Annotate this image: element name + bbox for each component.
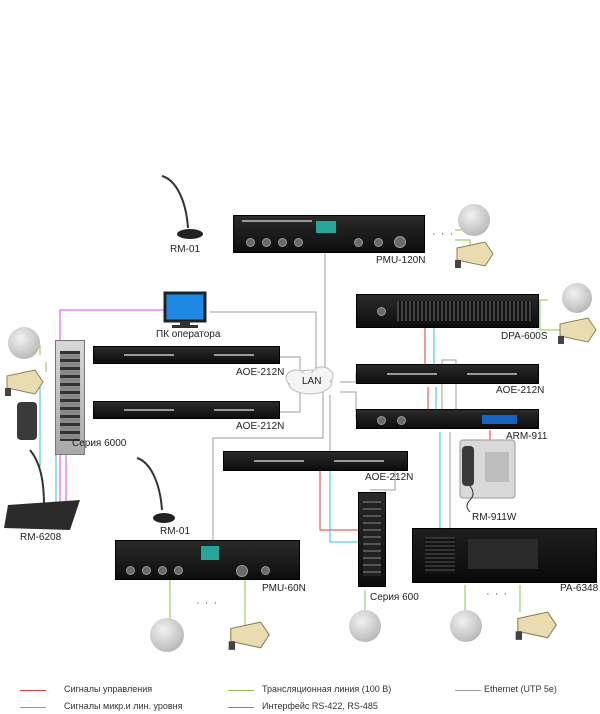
pc-monitor <box>163 291 207 323</box>
label-pc: ПК оператора <box>156 329 221 340</box>
label-lan: LAN <box>302 376 322 387</box>
label-series600: Серия 600 <box>370 592 419 603</box>
aoe212n-left-top <box>93 346 280 364</box>
ceiling-speaker-icon <box>8 327 40 359</box>
pc-stand <box>180 321 190 325</box>
rm911w-keypad <box>485 452 509 482</box>
column-speaker <box>17 402 37 440</box>
continuation-dots: · · · <box>486 588 509 600</box>
legend-swatch-line100v <box>228 690 254 691</box>
label-aoe-right: AOE-212N <box>496 385 545 396</box>
legend-control: Сигналы управления <box>64 684 153 694</box>
label-pmu60n: PMU-60N <box>262 583 306 594</box>
continuation-dots: · · · <box>432 228 455 240</box>
mic-rm01-bottom-base <box>153 513 175 523</box>
rm911w-cord <box>466 485 474 513</box>
ceiling-speaker-icon <box>562 283 592 313</box>
ceiling-speaker-icon <box>450 610 482 642</box>
continuation-dots: · · · <box>196 597 219 609</box>
mic-rm01-top <box>161 175 189 229</box>
label-pmu120n: PMU-120N <box>376 255 426 266</box>
legend-audio: Сигналы микр.и лин. уровня <box>64 701 183 711</box>
pmu120n-amplifier <box>233 215 425 253</box>
label-aoe-middle: AOE-212N <box>365 472 414 483</box>
label-aoe-left-bottom: AOE-212N <box>236 421 285 432</box>
label-aoe-left-top: AOE-212N <box>236 367 285 378</box>
legend-swatch-ethernet <box>455 690 481 691</box>
ceiling-speaker-icon <box>458 204 490 236</box>
label-arm911: ARM-911 <box>506 431 548 442</box>
aoe212n-right <box>356 364 539 384</box>
legend-swatch-audio <box>20 707 46 708</box>
lan-cloud <box>285 366 334 395</box>
horn-speaker-icon <box>455 241 494 268</box>
legend-swatch-rs485 <box>228 707 254 708</box>
label-rm01-top: RM-01 <box>170 244 201 255</box>
label-dpa600s: DPA-600S <box>501 331 548 342</box>
label-pa6348: PA-6348 <box>560 583 599 594</box>
series6000-rack <box>55 340 85 455</box>
dpa600s-amplifier <box>356 294 539 328</box>
horn-speaker-icon <box>558 317 597 344</box>
arm911-unit <box>356 409 539 429</box>
ceiling-speaker-icon <box>349 610 381 642</box>
label-rm6208: RM-6208 <box>20 532 62 543</box>
label-series6000: Серия 6000 <box>72 438 127 449</box>
series600-rack <box>358 492 386 587</box>
pc-base <box>172 325 198 328</box>
mic-rm01-bottom <box>136 457 163 511</box>
legend-rs485: Интерфейс RS-422, RS-485 <box>262 701 378 711</box>
aoe212n-middle <box>223 451 408 471</box>
pa6348-amplifier <box>412 528 597 583</box>
pmu60n-amplifier <box>115 540 300 580</box>
horn-speaker-icon <box>5 369 44 396</box>
legend-line100v: Трансляционная линия (100 В) <box>262 684 392 694</box>
horn-speaker-icon <box>228 621 270 650</box>
legend-swatch-control <box>20 690 46 691</box>
ceiling-speaker-icon <box>150 618 184 652</box>
rm911w-handset <box>462 446 474 486</box>
legend-ethernet: Ethernet (UTP 5e) <box>484 684 557 694</box>
horn-speaker-icon <box>515 611 557 640</box>
mic-rm01-top-base <box>177 229 203 239</box>
mic-rm6208 <box>29 449 45 506</box>
aoe212n-left-bottom <box>93 401 280 419</box>
label-rm911w: RM-911W <box>472 512 517 523</box>
rs485-lines <box>59 309 165 505</box>
label-rm01-bottom: RM-01 <box>160 526 191 537</box>
rm6208-base <box>4 500 80 530</box>
